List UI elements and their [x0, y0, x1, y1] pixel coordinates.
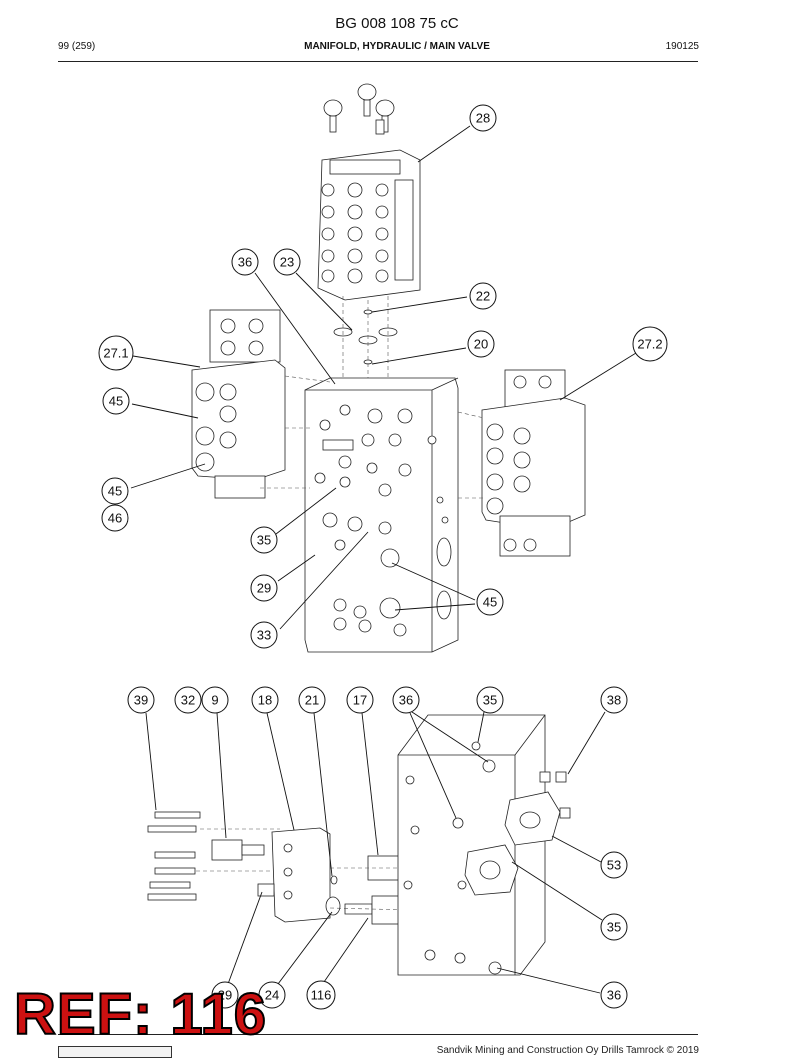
main-manifold-block	[304, 377, 459, 653]
svg-text:39: 39	[134, 693, 148, 708]
svg-text:36: 36	[607, 988, 621, 1003]
svg-text:36: 36	[399, 693, 413, 708]
svg-text:45: 45	[108, 484, 122, 499]
valve-section-right	[481, 369, 586, 557]
callout-53: 53	[600, 851, 628, 879]
callout-22: 22	[469, 282, 497, 310]
cap-screws	[147, 811, 201, 901]
callout-27-1: 27.1	[98, 335, 134, 371]
callout-20: 20	[467, 330, 495, 358]
reference-stamp: REF: 116	[13, 982, 267, 1047]
svg-text:53: 53	[607, 858, 621, 873]
callout-45: 45	[102, 387, 130, 415]
svg-text:35: 35	[257, 533, 271, 548]
svg-text:46: 46	[108, 511, 122, 526]
svg-text:45: 45	[483, 595, 497, 610]
flange-53	[504, 771, 571, 846]
callout-35: 35	[250, 526, 278, 554]
callout-21: 21	[298, 686, 326, 714]
section-title: MANIFOLD, HYDRAULIC / MAIN VALVE	[304, 41, 490, 52]
svg-text:9: 9	[211, 693, 218, 708]
o-rings	[333, 309, 398, 365]
callout-36: 36	[231, 248, 259, 276]
callout-36: 36	[392, 686, 420, 714]
svg-text:23: 23	[280, 255, 294, 270]
svg-text:21: 21	[305, 693, 319, 708]
footer-copyright: Sandvik Mining and Construction Oy Drill…	[436, 1045, 699, 1056]
svg-text:28: 28	[476, 111, 490, 126]
svg-text:27.2: 27.2	[637, 337, 662, 352]
footer-rule	[58, 1034, 698, 1035]
callout-23: 23	[273, 248, 301, 276]
svg-text:35: 35	[483, 693, 497, 708]
svg-text:35: 35	[607, 920, 621, 935]
document-date: 190125	[665, 41, 699, 52]
callout-45: 45	[101, 477, 129, 505]
svg-text:45: 45	[109, 394, 123, 409]
callout-32: 32	[174, 686, 202, 714]
cover-plate	[257, 827, 331, 923]
valve-stack-top	[317, 149, 421, 301]
svg-text:33: 33	[257, 628, 271, 643]
svg-text:18: 18	[258, 693, 272, 708]
callout-27-2: 27.2	[632, 326, 668, 362]
callout-39: 39	[127, 686, 155, 714]
svg-text:22: 22	[476, 289, 490, 304]
callout-29: 29	[250, 574, 278, 602]
valve-section-left	[191, 309, 286, 499]
manufacturer-logo	[58, 1046, 172, 1058]
callout-45: 45	[476, 588, 504, 616]
svg-text:17: 17	[353, 693, 367, 708]
callout-35: 35	[476, 686, 504, 714]
callout-46: 46	[101, 504, 129, 532]
svg-text:29: 29	[257, 581, 271, 596]
document-number: BG 008 108 75 cC	[335, 15, 459, 32]
svg-text:24: 24	[265, 988, 279, 1003]
callout-33: 33	[250, 621, 278, 649]
svg-text:20: 20	[474, 337, 488, 352]
callout-36: 36	[600, 981, 628, 1009]
svg-text:29: 29	[218, 988, 232, 1003]
header-rule	[58, 61, 698, 62]
page-number: 99 (259)	[58, 41, 96, 52]
svg-text:36: 36	[238, 255, 252, 270]
callout-116: 116	[306, 980, 336, 1010]
leader-lines	[130, 125, 637, 994]
callout-9: 9	[201, 686, 229, 714]
svg-text:116: 116	[311, 988, 332, 1003]
callout-28: 28	[469, 104, 497, 132]
svg-text:27.1: 27.1	[103, 346, 128, 361]
callout-18: 18	[251, 686, 279, 714]
callout-35: 35	[600, 913, 628, 941]
eye-bolts	[323, 83, 395, 135]
callout-38: 38	[600, 686, 628, 714]
flange-35	[464, 844, 519, 896]
callout-29: 29	[211, 981, 239, 1009]
svg-text:38: 38	[607, 693, 621, 708]
solenoid-valve	[211, 839, 265, 861]
callout-24: 24	[258, 981, 286, 1009]
sub-manifold-block	[397, 714, 546, 976]
svg-text:32: 32	[181, 693, 195, 708]
callout-17: 17	[346, 686, 374, 714]
